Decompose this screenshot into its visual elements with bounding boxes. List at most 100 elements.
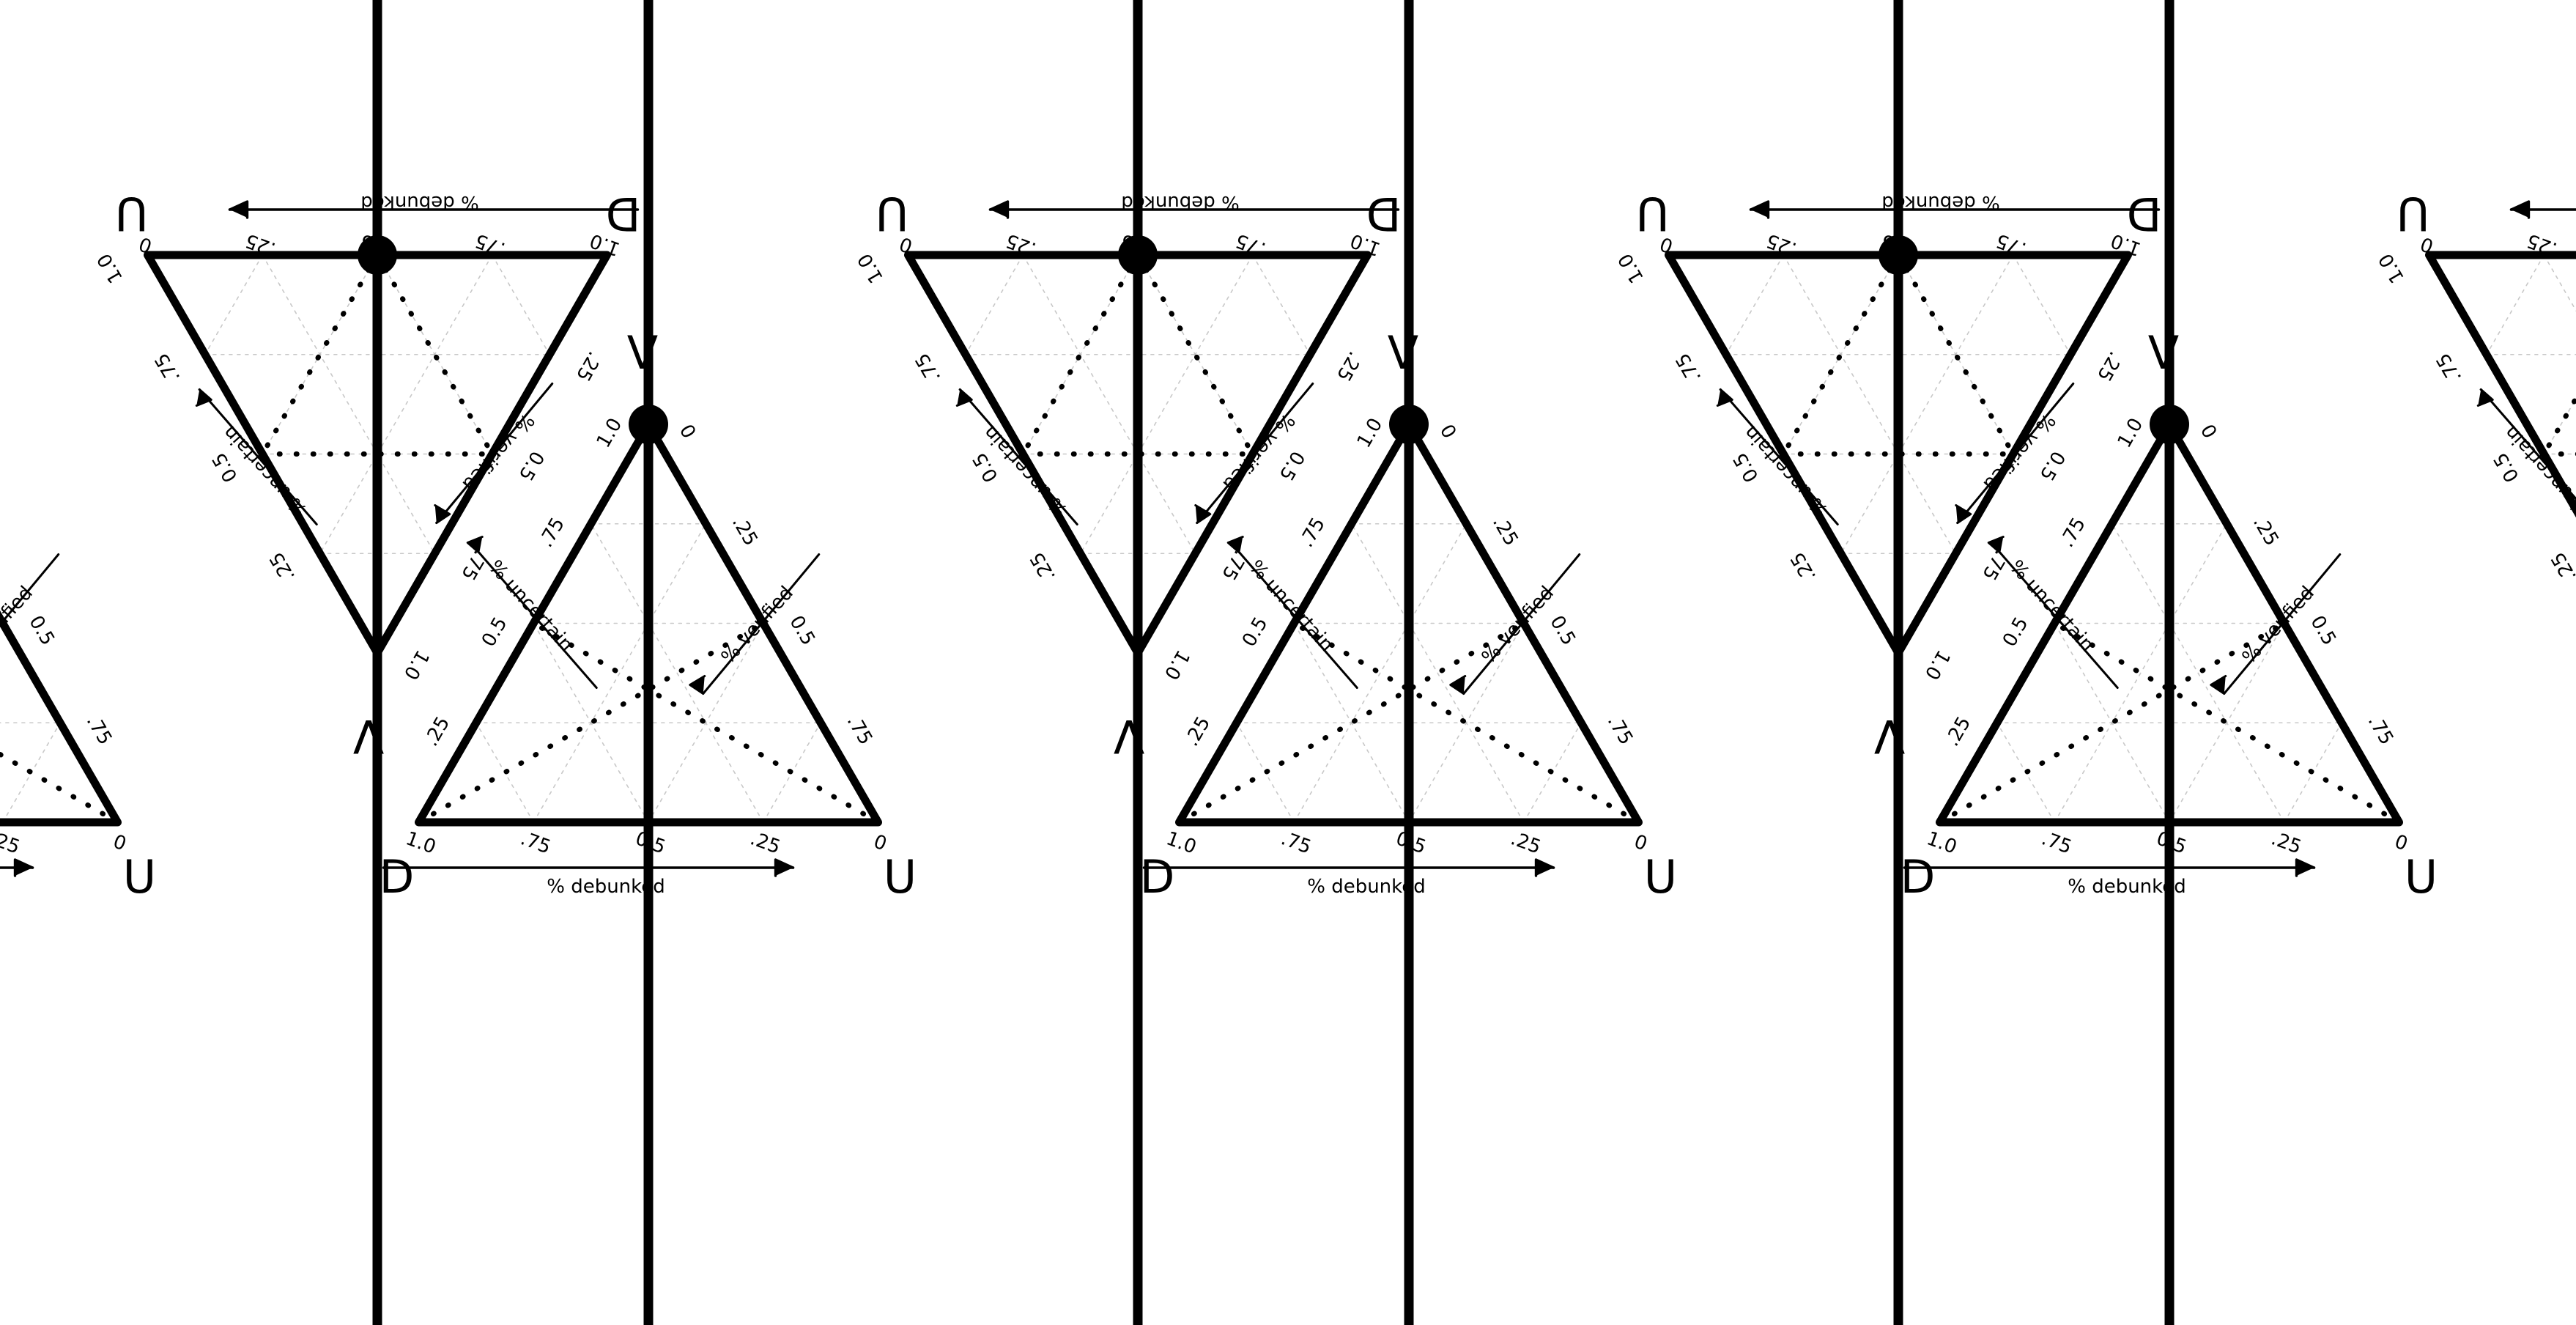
verified-arrowhead [1194, 503, 1212, 524]
tick-label-left: .75 [911, 349, 946, 386]
minor-gridline [2054, 523, 2228, 823]
tick-label-left: 0.5 [1999, 613, 2033, 651]
minor-gridline [0, 816, 4, 823]
vertex-label-v: V [627, 326, 658, 380]
tick-label-right: 0.5 [2035, 447, 2069, 484]
tick-label-left: .75 [2432, 349, 2467, 386]
vertex-label-d: D [606, 187, 641, 240]
verified-axis-line [1462, 553, 1581, 695]
construction-dotted [1291, 620, 1641, 825]
tick-label-bottom: .75 [517, 827, 553, 858]
tick-label-left: 1.0 [593, 415, 627, 452]
uncertain-axis-line [1238, 551, 1358, 689]
minor-gridline [1022, 254, 1139, 455]
tick-label-bottom: .25 [2268, 827, 2304, 858]
minor-gridline [1783, 254, 1957, 555]
tick-label-left: .75 [151, 349, 185, 386]
tick-label-left: 1.0 [2375, 250, 2409, 287]
tick-label-right: .75 [1977, 547, 2012, 584]
tick-label-right: .25 [2092, 347, 2127, 385]
vertex-label-v: V [1388, 326, 1418, 380]
vertex-label-d: D [2127, 187, 2162, 240]
uncertain-arrowhead [1987, 535, 2005, 554]
tick-label-right: .25 [1488, 512, 1522, 550]
uncertain-arrowhead [1716, 388, 1733, 407]
tick-label-right: .25 [728, 512, 762, 550]
vertex-label-d: D [1900, 850, 1936, 904]
tick-label-right: 0 [1435, 421, 1460, 442]
vertex-label-u: U [2405, 850, 2438, 904]
tick-label-right: .75 [82, 712, 116, 749]
triangle-outline [0, 610, 122, 827]
construction-dotted [530, 620, 881, 825]
minor-gridline [491, 254, 550, 355]
uncertain-arrowhead [1226, 535, 1244, 554]
uncertain-arrowhead [195, 388, 212, 407]
minor-gridline [1725, 254, 1785, 355]
construction-dotted [1177, 620, 1527, 825]
debunked-arrowhead [988, 200, 1010, 219]
construction-dotted [2051, 620, 2402, 825]
uncertain-axis-line [1999, 551, 2119, 689]
uncertain-axis-line [198, 388, 318, 525]
tick-label-left: 1.0 [854, 250, 888, 287]
minor-gridline [319, 254, 493, 555]
verified-axis-line [1956, 382, 2075, 524]
tick-label-right: .25 [571, 347, 606, 385]
debunked-arrowhead [1749, 200, 1770, 219]
tick-label-right: .25 [1332, 347, 1366, 385]
uncertain-axis-line [958, 388, 1078, 525]
minor-gridline [262, 254, 436, 555]
tick-label-bottom: .25 [0, 827, 23, 858]
minor-gridline [204, 254, 264, 355]
tick-label-right: 1.0 [1920, 646, 1955, 684]
debunked-arrowhead [2295, 858, 2316, 877]
tick-label-left: .25 [265, 548, 300, 586]
triangle-outline [2425, 251, 2576, 518]
debunked-arrowhead [2509, 200, 2531, 219]
minor-gridline [1251, 254, 1311, 355]
minor-gridline [1840, 254, 2014, 555]
vertex-label-u: U [1636, 187, 1669, 240]
verified-arrowhead [1955, 503, 1972, 524]
tick-label-bottom: .75 [2038, 827, 2074, 858]
tick-label-left: 1.0 [93, 250, 127, 287]
verified-axis-line [702, 553, 821, 695]
uncertain-arrowhead [466, 535, 484, 554]
tick-label-bottom: .25 [1508, 827, 1544, 858]
minor-gridline [1783, 254, 1899, 455]
tick-label-right: 1.0 [1160, 646, 1194, 684]
verified-arrowhead [689, 674, 706, 695]
construction-dotted [0, 751, 120, 825]
minor-gridline [2111, 523, 2285, 823]
tick-label-left: .25 [421, 713, 455, 750]
tick-label-right: 0.5 [785, 612, 819, 649]
verified-axis-line [1196, 382, 1314, 524]
verified-arrowhead [2210, 674, 2227, 695]
minor-gridline [965, 254, 1024, 355]
tick-label-left: .25 [1942, 713, 1976, 750]
tick-label-right: 1.0 [399, 646, 434, 684]
tick-label-right: 0.5 [2306, 612, 2340, 649]
minor-gridline [262, 254, 378, 455]
construction-dotted [1937, 620, 2287, 825]
vertex-label-u: U [876, 187, 908, 240]
minor-gridline [2012, 254, 2071, 355]
tick-label-right: .25 [0, 512, 1, 550]
tick-label-left: .75 [1672, 349, 1706, 386]
tick-label-left: 0.5 [1238, 613, 1273, 651]
tick-label-right: .75 [2364, 712, 2398, 749]
minor-gridline [1079, 254, 1254, 555]
verified-axis-line [435, 382, 554, 524]
uncertain-arrowhead [955, 388, 973, 407]
uncertain-arrowhead [2476, 388, 2494, 407]
tick-label-right: 0.5 [1545, 612, 1580, 649]
minor-gridline [1293, 523, 1467, 823]
tick-label-right: .25 [2249, 512, 2283, 550]
tick-label-left: .25 [1181, 713, 1215, 750]
uncertain-axis-line [2479, 388, 2576, 501]
vertex-label-d: D [1140, 850, 1175, 904]
tick-label-right: 0.5 [1274, 447, 1309, 484]
vertex-label-d: D [1366, 187, 1402, 240]
